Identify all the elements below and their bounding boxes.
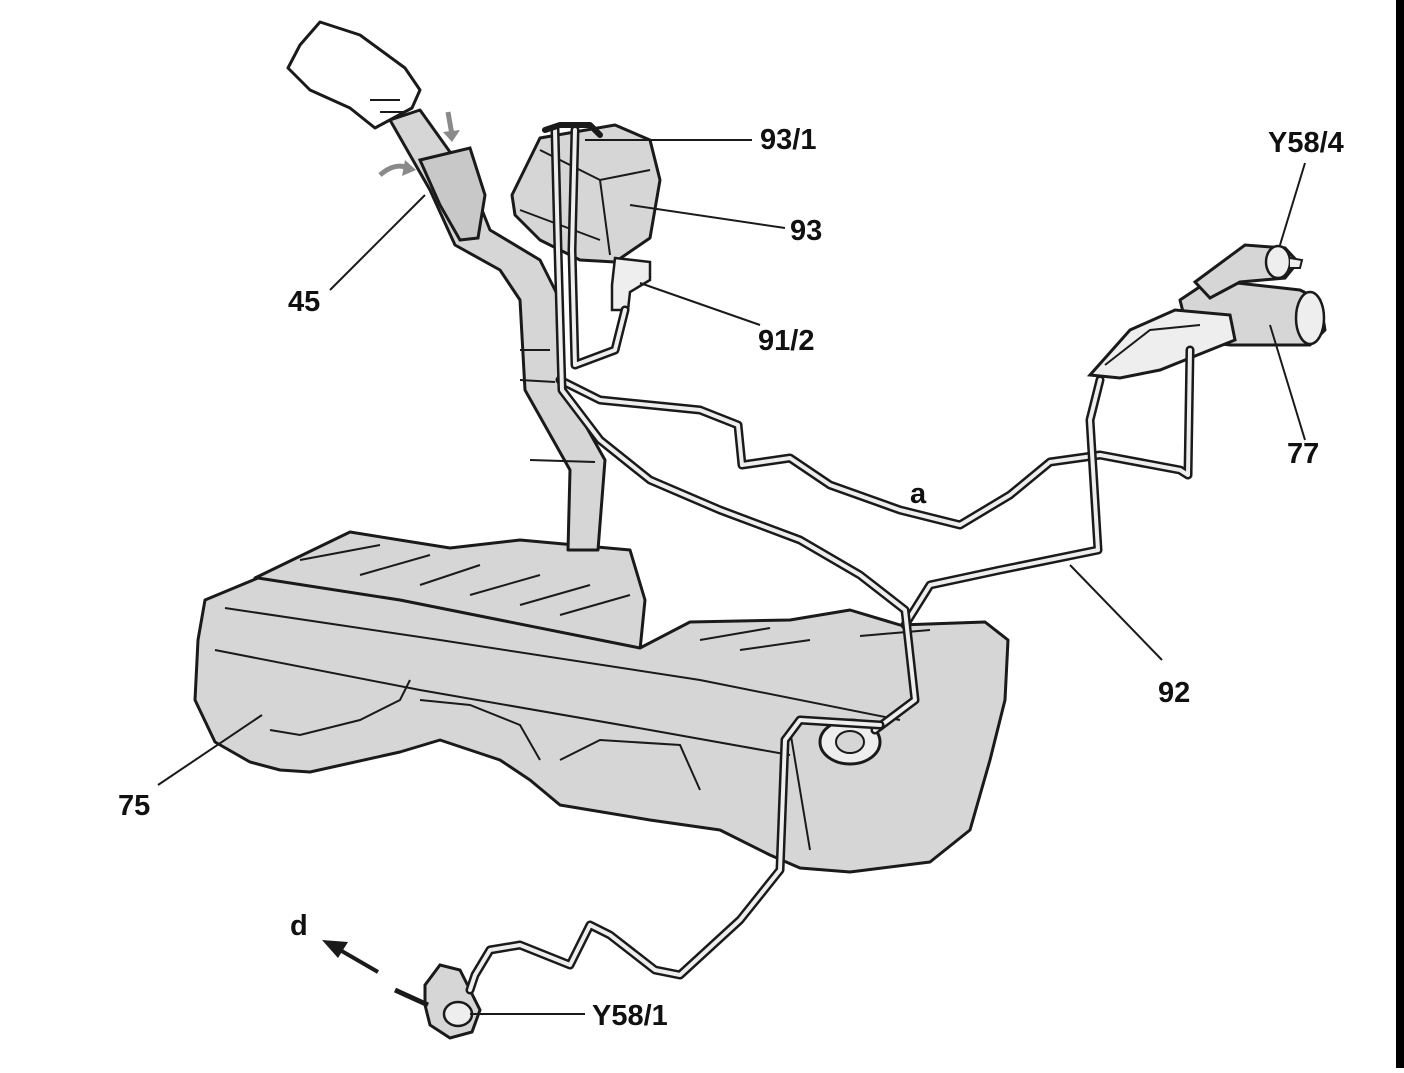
callout-77: 77: [1287, 438, 1319, 470]
valve-y58-4: [1192, 243, 1304, 300]
callout-y58-4: Y58/4: [1268, 127, 1344, 159]
filler-neck: [286, 20, 607, 552]
callout-a: a: [910, 478, 927, 510]
callout-93-1: 93/1: [760, 124, 816, 156]
callout-92: 92: [1158, 677, 1190, 709]
callout-93: 93: [790, 215, 822, 247]
callout-45: 45: [288, 286, 320, 318]
direction-arrow-d: [322, 940, 380, 974]
right-border: [1396, 0, 1404, 1068]
callout-d: d: [290, 910, 308, 942]
valve-y58-1: [393, 963, 482, 1040]
callout-y58-1: Y58/1: [592, 1000, 668, 1032]
callout-75: 75: [118, 790, 150, 822]
fuel-lines: [465, 122, 1195, 995]
fuel-tank: [193, 530, 1010, 874]
leader-lines: [157, 139, 1306, 1015]
callout-labels: 45 93/1 93 91/2 Y58/4 77 a 92 75 d Y58/1: [118, 124, 1344, 1032]
callout-91-2: 91/2: [758, 325, 814, 357]
